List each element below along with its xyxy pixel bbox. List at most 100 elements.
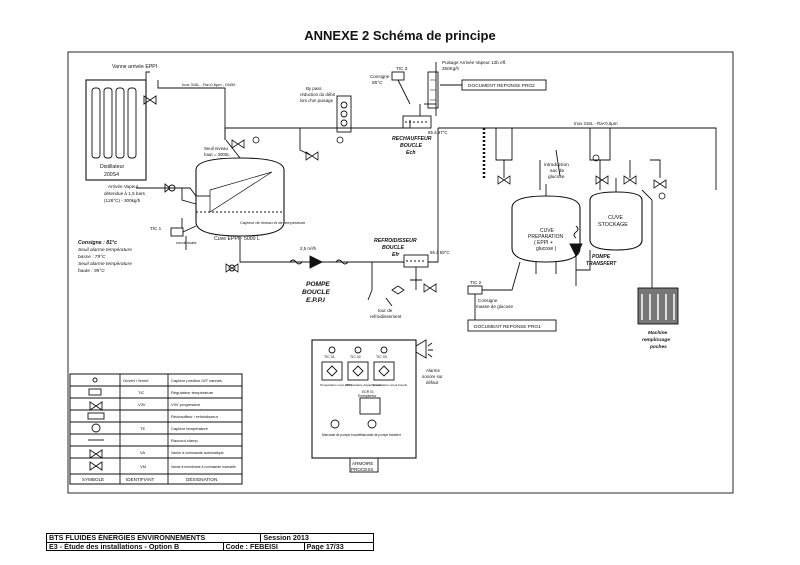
rechauffeur-boucle xyxy=(402,115,432,129)
svg-text:Enregistreur: Enregistreur xyxy=(358,394,377,398)
svg-text:(128°C) - 300kg/h: (128°C) - 300kg/h xyxy=(104,198,141,203)
panel-tic02: TIC 02 xyxy=(350,355,361,359)
steam-trap xyxy=(168,184,176,192)
svg-text:glucose: glucose xyxy=(548,174,565,180)
svg-text:Efr: Efr xyxy=(392,252,400,258)
svg-text:Température départ boucle: Température départ boucle xyxy=(346,383,382,387)
legend-row-desc: Réchauffeur / refroidisseur xyxy=(171,414,219,419)
pompe-transfert-symbol xyxy=(569,243,583,258)
label-introduction: introduction xyxy=(544,162,569,168)
label-cuve-stockage: CUVE xyxy=(608,215,623,221)
legend-row-desc: V3V progressive xyxy=(171,402,201,407)
svg-text:Seuil alarme température: Seuil alarme température xyxy=(78,247,132,253)
svg-text:STOCKAGE: STOCKAGE xyxy=(598,222,628,228)
distillateur-unit xyxy=(85,79,147,181)
legend-row-desc: Capteur température xyxy=(171,426,209,431)
legend-row-id: VA xyxy=(140,450,145,455)
pompe-boucle-symbol xyxy=(309,255,324,269)
label-tour: tour de xyxy=(378,308,393,313)
footer-table: BTS FLUIDES ÉNERGIES ENVIRONNEMENTS Sess… xyxy=(46,533,374,551)
valve-icon xyxy=(623,175,637,185)
svg-text:masse de glucose: masse de glucose xyxy=(476,304,513,309)
svg-text:85°C: 85°C xyxy=(372,80,383,85)
label-cuve-eppi: Cuve EPPI - 5000 L xyxy=(214,236,260,242)
label-machine: Machine xyxy=(648,330,668,336)
legend-header-designation: DÉSIGNATION xyxy=(186,476,217,482)
label-consigne-masse: Consigne xyxy=(478,298,498,303)
label-debit-pompe: 2,5 m³/h xyxy=(300,246,317,251)
panel-manostat-1: Manostat de pompe boucle xyxy=(322,433,361,437)
page-title: ANNEXE 2 Schéma de principe xyxy=(304,28,496,43)
label-arrivee-vapeur: Arrivée Vapeur xyxy=(108,184,139,189)
label-pompe-transfert: POMPE xyxy=(592,254,611,260)
legend-row-id: VM xyxy=(140,464,146,469)
valve-icon xyxy=(653,179,667,189)
label-armoire: ARMOIRE xyxy=(352,461,373,466)
panel-tic01: TIC 01 xyxy=(324,355,335,359)
cuve-eppi xyxy=(195,157,285,237)
svg-text:E.P.P.I: E.P.P.I xyxy=(306,297,325,304)
label-doc-pro2: DOCUMENT REPONSE PRO2 xyxy=(468,83,535,89)
label-temp-65: 65 à 69°C xyxy=(430,250,450,255)
label-alarme: Alarme xyxy=(426,368,440,373)
footer-code: Code : FEBEISI xyxy=(224,542,305,550)
panel-enregistreur: EDR 01 xyxy=(362,390,374,394)
label-consigne-81: Consigne : 81°c xyxy=(78,240,117,246)
label-condensats: condensats xyxy=(176,240,196,245)
tic3-box xyxy=(391,71,405,81)
legend-row-desc: Vanne à membrane à commande manuelle xyxy=(171,465,236,469)
svg-text:basse : 79°C: basse : 79°C xyxy=(78,254,106,260)
label-tic2: TIC 2 xyxy=(470,280,482,285)
legend-row-id: V3V xyxy=(138,402,146,407)
valve-icon xyxy=(595,175,609,185)
legend-row-id: Ouvert / fermé xyxy=(123,378,149,383)
label-puisage: Puisage Arrivée Vapeur 12b eff. xyxy=(442,60,506,65)
svg-text:BOUCLE: BOUCLE xyxy=(400,143,422,149)
label-bypass: By pass xyxy=(306,86,322,91)
label-consigne-tic3: Consigne xyxy=(370,74,390,79)
svg-text:PROCESS: PROCESS xyxy=(351,467,373,472)
svg-text:poches: poches xyxy=(649,344,667,350)
svg-text:BOUCLE: BOUCLE xyxy=(382,245,404,251)
svg-text:réduction du débit: réduction du débit xyxy=(300,92,336,97)
legend-row-desc: Raccord clamp xyxy=(171,438,198,443)
svg-text:sonore sur: sonore sur xyxy=(422,374,443,379)
svg-text:haut = 3000L: haut = 3000L xyxy=(204,152,230,157)
legend-row-desc: Régulateur température xyxy=(171,390,214,395)
doc-pro1-box xyxy=(467,319,557,332)
label-temp-85: 85 à 87°C xyxy=(428,130,448,135)
label-distillateur-code: 200S4 xyxy=(104,172,119,178)
valve-icon xyxy=(225,263,239,273)
label-capteur-niveau: Capteur de niveau et de température xyxy=(240,220,306,225)
diagram-frame xyxy=(67,51,734,494)
svg-text:remplissage: remplissage xyxy=(642,337,670,343)
svg-text:Seuil alarme température: Seuil alarme température xyxy=(78,261,132,267)
label-rechauffeur: RECHAUFFEUR xyxy=(392,136,432,142)
label-tic3: TIC 3 xyxy=(396,66,408,71)
svg-text:refroidissement: refroidissement xyxy=(370,314,402,319)
valve-icon xyxy=(497,175,511,185)
svg-text:lors d'un puisage: lors d'un puisage xyxy=(300,98,334,103)
valve-icon xyxy=(305,151,319,161)
legend-row-id: TE xyxy=(140,426,145,431)
label-cuve-preparation: CUVE xyxy=(540,228,555,234)
svg-text:Température cuve EPPI: Température cuve EPPI xyxy=(320,383,352,387)
label-doc-pro1: DOCUMENT REPONSE PRO1 xyxy=(474,324,541,330)
svg-text:sac de: sac de xyxy=(550,168,564,174)
label-vanne-eppi: Vanne arrivée EPPI xyxy=(112,64,157,70)
svg-text:défaut: défaut xyxy=(426,380,439,385)
legend-header-identifiant: IDENTIFIANT xyxy=(126,477,155,482)
legend-header-symbole: SYMBOLE xyxy=(82,477,104,482)
label-distillateur: Distillateur xyxy=(100,164,124,170)
bypass-valves xyxy=(336,95,352,133)
legend-row-id: TIC xyxy=(138,390,145,395)
svg-text:TRANSFERT: TRANSFERT xyxy=(586,261,617,267)
svg-text:glucose ): glucose ) xyxy=(536,246,557,252)
svg-text:PREPARATION: PREPARATION xyxy=(528,234,563,240)
svg-text:250Kg/h: 250Kg/h xyxy=(442,66,460,71)
panel-tic03: TIC 03 xyxy=(376,355,387,359)
label-refroidisseur: REFROIDISSEUR xyxy=(374,238,417,244)
label-inox-top: Inox 316L - Ra<0,6µm - DN50 xyxy=(182,82,236,87)
label-seuil-niveau: Seuil niveau xyxy=(204,146,228,151)
